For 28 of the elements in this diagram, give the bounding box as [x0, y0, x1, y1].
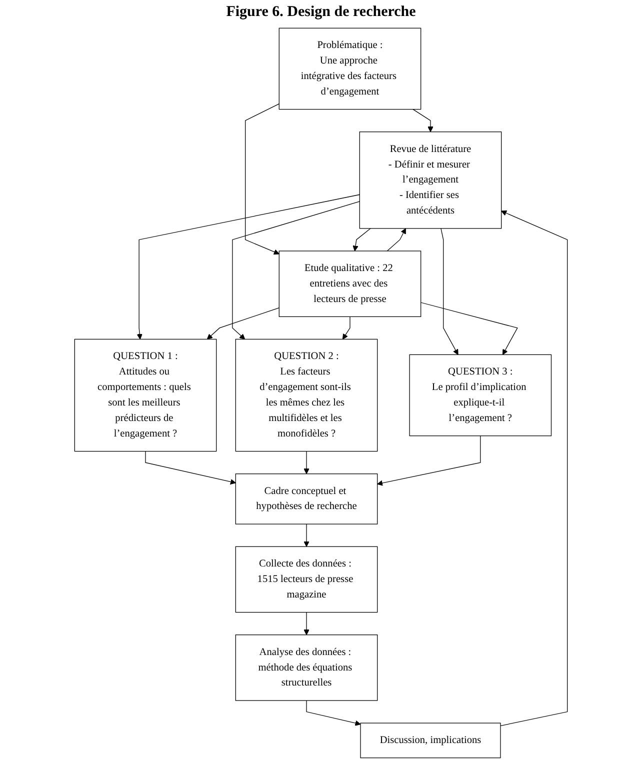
arrow [342, 316, 350, 340]
arrow [352, 228, 371, 252]
node-box: Etude qualitative : 22 entretiens avec des lecteurs de presse [278, 250, 422, 317]
node-box: Analyse des données : méthode des équations structurelles [235, 634, 378, 701]
node-box: QUESTION 2 : Les facteurs d’engagement sont-ils les mêmes chez les multifidèles et les monofidèles ? [235, 338, 378, 452]
node-box: QUESTION 1 : Attitudes ou comportements : quels sont les meilleurs prédicteurs de l’engagement ? [74, 338, 217, 452]
node-box: Revue de littérature - Définir et mesurer l’engagement - Identifier ses antécédents [359, 132, 502, 229]
arrow [245, 104, 280, 255]
arrow [500, 210, 568, 726]
arrow [306, 700, 361, 726]
arrow [304, 524, 310, 547]
node-box: Problématique : Une approche intégrative des facteurs d’engagement [278, 28, 422, 110]
arrow [304, 450, 310, 474]
node-box: Cadre conceptuel et hypothèses de recherche [235, 474, 378, 524]
node-box: Discussion, implications [360, 722, 501, 758]
arrow [440, 228, 458, 355]
figure-title: Figure 6. Design de recherche [226, 4, 416, 21]
node-box: QUESTION 3 : Le profil d’implication explique-t-il l’engagement ? [409, 354, 552, 436]
arrow [386, 228, 406, 252]
arrow [304, 612, 310, 636]
arrow [145, 450, 236, 485]
node-box: Collecte des données : 1515 lecteurs de presse magazine [235, 546, 378, 613]
arrow [232, 201, 360, 340]
arrow [420, 302, 518, 355]
arrow [377, 436, 481, 486]
arrow [412, 108, 434, 132]
arrow [136, 194, 360, 340]
arrow [206, 307, 280, 340]
